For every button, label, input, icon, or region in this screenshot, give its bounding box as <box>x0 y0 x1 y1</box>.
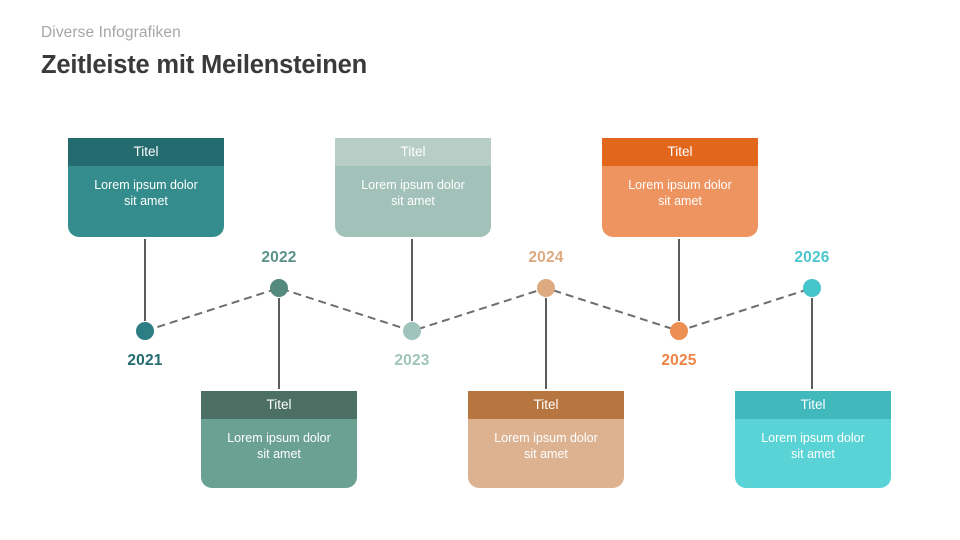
milestone-card-title-2022: Titel <box>201 391 357 419</box>
milestone-card-body-2025: Lorem ipsum dolor sit amet <box>602 166 758 237</box>
year-label-2022: 2022 <box>261 249 297 266</box>
dashed-zigzag-line <box>144 286 813 333</box>
milestone-card-body-2026: Lorem ipsum dolor sit amet <box>735 419 891 488</box>
milestone-card-text-line2-2026: sit amet <box>791 447 835 461</box>
milestone-dots-group <box>136 279 821 340</box>
milestone-card-text-line2-2025: sit amet <box>658 194 702 208</box>
milestone-dot-2022[interactable] <box>270 279 288 297</box>
milestone-dot-2021[interactable] <box>136 322 154 340</box>
milestone-card-text-line1-2025: Lorem ipsum dolor <box>628 178 732 192</box>
milestone-card-text-line1-2024: Lorem ipsum dolor <box>494 431 598 445</box>
year-label-2026: 2026 <box>794 249 830 266</box>
milestone-card-body-2021: Lorem ipsum dolor sit amet <box>68 166 224 237</box>
milestone-card-text-line2-2022: sit amet <box>257 447 301 461</box>
milestone-card-text-line1-2023: Lorem ipsum dolor <box>361 178 465 192</box>
slide-header: Diverse Infografiken Zeitleiste mit Meil… <box>41 24 741 80</box>
milestone-card-title-2023: Titel <box>335 138 491 166</box>
milestone-card-title-2024: Titel <box>468 391 624 419</box>
milestone-card-body-2024: Lorem ipsum dolor sit amet <box>468 419 624 488</box>
year-label-2025: 2025 <box>661 352 697 369</box>
milestone-card-title-2021: Titel <box>68 138 224 166</box>
eyebrow-text: Diverse Infografiken <box>41 24 181 41</box>
milestone-card-text-line2-2023: sit amet <box>391 194 435 208</box>
year-label-2021: 2021 <box>127 352 163 369</box>
page-title: Zeitleiste mit Meilensteinen <box>41 50 367 79</box>
milestone-card-body-2023: Lorem ipsum dolor sit amet <box>335 166 491 237</box>
milestone-card-text-line1-2022: Lorem ipsum dolor <box>227 431 331 445</box>
milestone-dot-2026[interactable] <box>803 279 821 297</box>
milestone-dot-2024[interactable] <box>537 279 555 297</box>
milestone-dot-2023[interactable] <box>403 322 421 340</box>
connector-lines-group <box>144 239 813 389</box>
timeline-dashed-line <box>144 286 813 333</box>
milestone-card-body-2022: Lorem ipsum dolor sit amet <box>201 419 357 488</box>
milestone-card-text-line2-2024: sit amet <box>524 447 568 461</box>
milestone-card-title-2026: Titel <box>735 391 891 419</box>
milestone-card-text-line1-2021: Lorem ipsum dolor <box>94 178 198 192</box>
year-label-2023: 2023 <box>394 352 430 369</box>
milestone-card-text-line1-2026: Lorem ipsum dolor <box>761 431 865 445</box>
year-label-2024: 2024 <box>528 249 564 266</box>
milestone-card-text-line2-2021: sit amet <box>124 194 168 208</box>
milestone-dot-2025[interactable] <box>670 322 688 340</box>
milestone-card-title-2025: Titel <box>602 138 758 166</box>
